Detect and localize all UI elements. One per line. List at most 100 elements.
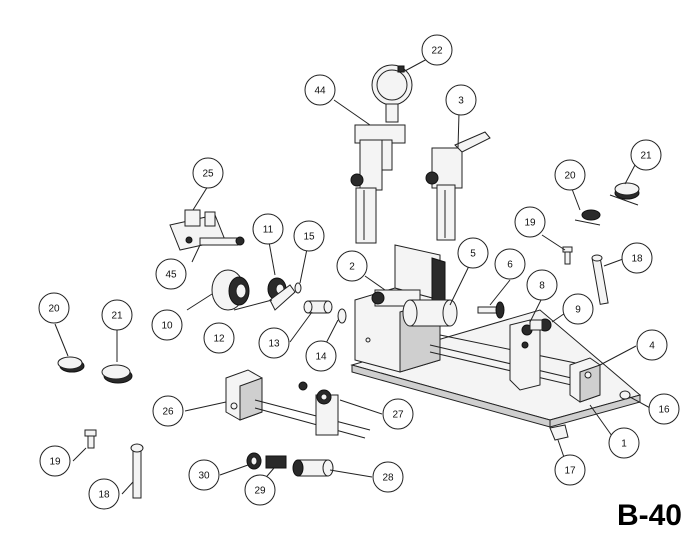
callout-number: 3 (458, 96, 464, 107)
callout-number: 2 (349, 262, 355, 273)
callout-circle (382, 398, 414, 430)
part-washer-14 (337, 308, 347, 324)
callout-circle (514, 206, 546, 238)
callout-circle (192, 157, 224, 189)
part-slide-assembly (225, 369, 371, 439)
part-clamp-assembly (169, 209, 245, 251)
callout-5: 5 (457, 237, 489, 269)
callout-number: 16 (658, 405, 670, 416)
part-screw-left (84, 429, 97, 449)
callout-circle (372, 461, 404, 493)
callout-circle (630, 139, 662, 171)
callout-circle (151, 309, 183, 341)
callout-8: 8 (526, 269, 558, 301)
callout-number: 25 (202, 169, 214, 180)
callout-circle (203, 322, 235, 354)
callout-number: 14 (315, 352, 327, 363)
part-indicator-right (574, 182, 640, 226)
callout-circle (39, 445, 71, 477)
callout-circle (304, 74, 336, 106)
callout-19: 19 (514, 206, 546, 238)
callout-circle (457, 237, 489, 269)
callout-number: 21 (111, 311, 123, 322)
callout-number: 10 (161, 321, 173, 332)
callout-circle (421, 34, 453, 66)
callout-28: 28 (372, 461, 404, 493)
part-rod-right (591, 254, 609, 305)
callout-1: 1 (608, 427, 640, 459)
part-rod-left (130, 443, 144, 499)
part-roller (267, 277, 296, 311)
callout-number: 1 (621, 439, 627, 450)
part-knob (529, 318, 552, 332)
callout-circle (554, 454, 586, 486)
callout-12: 12 (203, 322, 235, 354)
callout-circle (155, 258, 187, 290)
callout-circle (562, 293, 594, 325)
callout-circle (244, 474, 276, 506)
callout-number: 27 (392, 410, 404, 421)
callout-number: 19 (524, 218, 536, 229)
callout-25: 25 (192, 157, 224, 189)
part-dial-indicator (371, 64, 413, 123)
callout-18: 18 (88, 478, 120, 510)
callout-circle (554, 159, 586, 191)
callout-circle (188, 459, 220, 491)
callout-number: 13 (268, 339, 280, 350)
part-pulley (211, 269, 250, 311)
callout-circle (293, 220, 325, 252)
leader-lines (54, 57, 653, 495)
callout-13: 13 (258, 327, 290, 359)
callout-number: 45 (165, 270, 177, 281)
callout-9: 9 (562, 293, 594, 325)
callout-circle (336, 250, 368, 282)
callout-circle (648, 393, 680, 425)
callout-18: 18 (621, 242, 653, 274)
callout-number: 44 (314, 86, 326, 97)
part-tailstock (569, 357, 601, 403)
callout-circle (621, 242, 653, 274)
callout-22: 22 (421, 34, 453, 66)
callout-number: 8 (539, 281, 545, 292)
callout-circle (38, 292, 70, 324)
callout-20: 20 (554, 159, 586, 191)
part-washer-15 (294, 282, 302, 294)
callout-29: 29 (244, 474, 276, 506)
part-nut (246, 452, 262, 470)
callout-number: 11 (263, 225, 274, 236)
callout-circle (305, 340, 337, 372)
callout-number: 15 (303, 232, 315, 243)
callout-2: 2 (336, 250, 368, 282)
callout-circle (494, 248, 526, 280)
figure-label: B-40 (616, 499, 682, 532)
callout-17: 17 (554, 454, 586, 486)
callout-16: 16 (648, 393, 680, 425)
callout-circle (608, 427, 640, 459)
callout-circle (88, 478, 120, 510)
callout-10: 10 (151, 309, 183, 341)
callout-number: 18 (98, 490, 110, 501)
callout-19: 19 (39, 445, 71, 477)
callout-30: 30 (188, 459, 220, 491)
callout-14: 14 (305, 340, 337, 372)
part-sleeve (303, 300, 333, 314)
callout-27: 27 (382, 398, 414, 430)
part-wedge (549, 424, 569, 441)
part-finger-stand (425, 131, 491, 241)
callout-number: 30 (198, 471, 210, 482)
part-cylinder (402, 299, 458, 327)
callout-circle (445, 84, 477, 116)
callout-3: 3 (445, 84, 477, 116)
callout-number: 9 (575, 305, 581, 316)
callout-circle (101, 299, 133, 331)
callout-number: 4 (649, 341, 655, 352)
callout-circle (252, 213, 284, 245)
callout-6: 6 (494, 248, 526, 280)
part-pin (477, 301, 505, 319)
part-spring (265, 455, 287, 469)
callout-number: 12 (213, 334, 225, 345)
part-gauge-stand (350, 124, 406, 244)
callout-number: 19 (49, 457, 61, 468)
